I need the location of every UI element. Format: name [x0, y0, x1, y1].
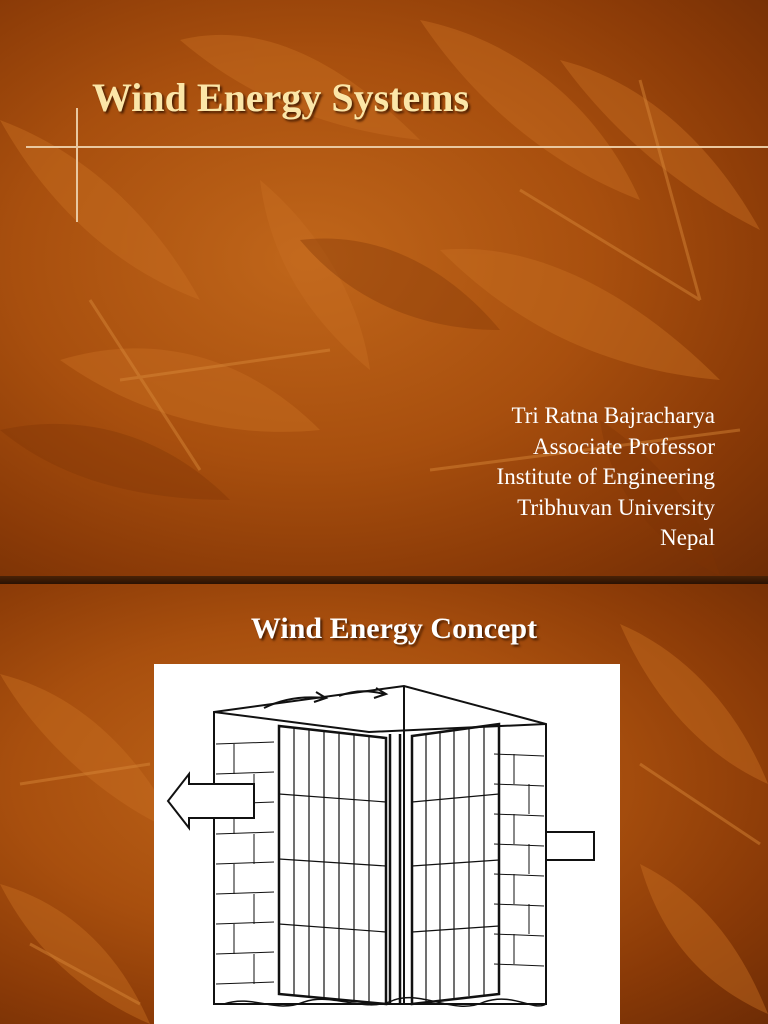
slide-title: Wind Energy Concept: [250, 612, 538, 645]
title-slide: Wind Energy Systems Tri Ratna Bajrachary…: [0, 0, 768, 576]
author-university: Tribhuvan University: [517, 494, 715, 520]
leaf-background: [0, 20, 760, 576]
author-name: Tri Ratna Bajracharya: [511, 403, 715, 428]
author-block: Tri Ratna Bajracharya Associate Professo…: [497, 401, 715, 554]
title-divider-horizontal: [26, 146, 768, 148]
vertical-axis-windmill-illustration: [166, 684, 595, 1007]
title-divider-vertical: [76, 108, 78, 222]
author-institute: Institute of Engineering: [496, 464, 715, 489]
slide-separator: [0, 576, 768, 584]
concept-slide: Wind Energy Concept: [0, 584, 768, 1024]
slide-title: Wind Energy Systems: [92, 75, 470, 120]
author-position: Associate Professor: [532, 433, 715, 459]
leaf-background: [0, 624, 768, 1024]
windmill-figure: [154, 664, 620, 1024]
author-country: Nepal: [660, 525, 715, 550]
